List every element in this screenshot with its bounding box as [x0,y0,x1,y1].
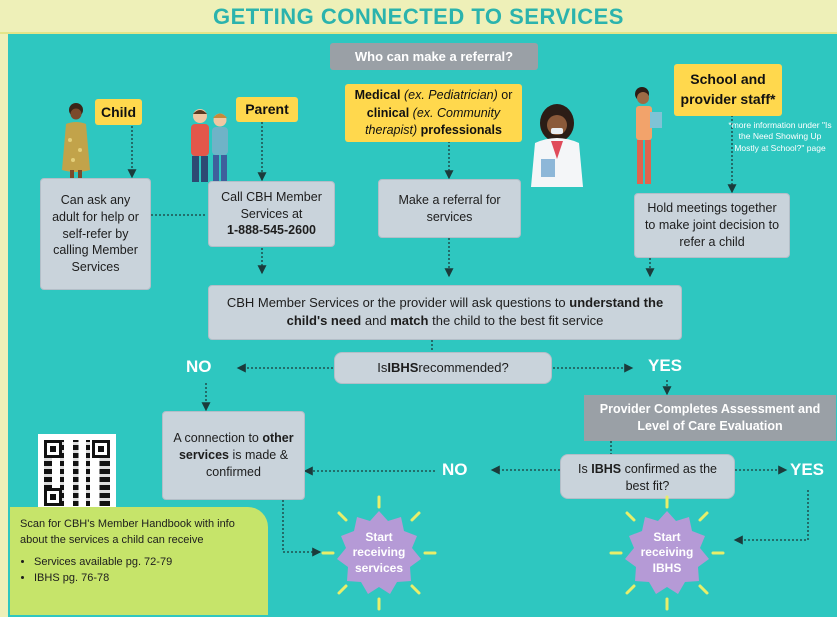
school-action-box: Hold meetings together to make joint dec… [634,193,790,258]
school-staff-note: *more information under "Is the Need Sho… [728,120,832,153]
handbook-qr-code[interactable] [38,434,116,512]
d2-no-label: NO [442,460,468,479]
medical-label-or: or [497,88,513,102]
handbook-item: Services available pg. 72-79 [34,555,260,571]
d2-prefix: Is [578,462,592,476]
parent-action-text: Call CBH Member Services at [221,189,322,221]
medical-label-medical: Medical [354,88,401,102]
handbook-text: Scan for CBH's Member Handbook with info… [20,518,235,546]
medical-label-clinical: clinical [366,105,410,120]
medical-label-example2: (ex. Community therapist) [365,105,501,138]
ms-text-1: CBH Member Services or the provider will… [226,295,570,310]
d1-no-label: NO [186,357,212,376]
handbook-item: IBHS pg. 76-78 [34,571,260,587]
yes2-ibhs-arrow [733,490,809,545]
handbook-info-box: Scan for CBH's Member Handbook with info… [10,507,268,615]
ms-text-end: the child to the best fit service [428,312,604,328]
ibhs-confirmed-question: Is IBHS confirmed as the best fit? [560,454,735,499]
ibhs-burst [609,495,725,611]
services-burst [321,495,437,611]
ms-text-match: match [390,312,429,328]
d1-suffix: recommended? [418,360,509,376]
child-illustration [58,100,94,190]
d1-yes-label: YES [648,356,683,375]
ibhs-recommended-question: Is IBHS recommended? [334,352,552,384]
parent-illustration [186,106,236,186]
parent-label: Parent [236,97,298,122]
os-text-bold: other services [178,431,294,462]
ms-text-understand: understand the child's need [286,295,664,328]
other-services-arrow [282,500,322,557]
ms-text-and: and [361,312,391,328]
start-receiving-ibhs: Start receiving IBHS [640,529,694,575]
medical-label-example: (ex. Pediatrician) [400,88,498,102]
qr-pattern [44,440,110,506]
member-services-box: CBH Member Services or the provider will… [208,285,682,340]
d2-ibhs: IBHS [591,462,622,476]
school-staff-label: School and provider staff* [674,64,782,116]
medical-label: Medical (ex. Pediatrician) or clinical (… [345,84,522,142]
page-title: GETTING CONNECTED TO SERVICES [213,4,624,29]
assessment-box: Provider Completes Assessment and Level … [584,395,836,441]
start-receiving-services: Start receiving services [352,529,406,575]
medical-action-box: Make a referral for services [378,179,521,238]
child-label: Child [95,99,142,125]
member-services-phone: 1-888-545-2600 [227,223,316,238]
os-text-2: is made & confirmed [206,447,289,479]
parent-action-box: Call CBH Member Services at 1-888-545-26… [208,181,335,247]
title-band [0,0,837,34]
doctor-illustration [527,103,587,187]
d1-prefix: Is [377,360,388,376]
school-staff-illustration [628,84,668,188]
d2-suffix: confirmed as the best fit? [621,462,717,493]
os-text-1: A connection to [173,431,263,445]
who-can-refer-header: Who can make a referral? [330,43,538,70]
left-stripe [0,34,8,617]
other-services-box: A connection to other services is made &… [162,411,305,500]
d1-ibhs: IBHS [387,360,419,376]
handbook-list: Services available pg. 72-79 IBHS pg. 76… [20,555,260,587]
child-action-box: Can ask any adult for help or self-refer… [40,178,151,290]
d2-yes-label: YES [790,460,825,479]
medical-label-professionals: professionals [417,123,502,137]
